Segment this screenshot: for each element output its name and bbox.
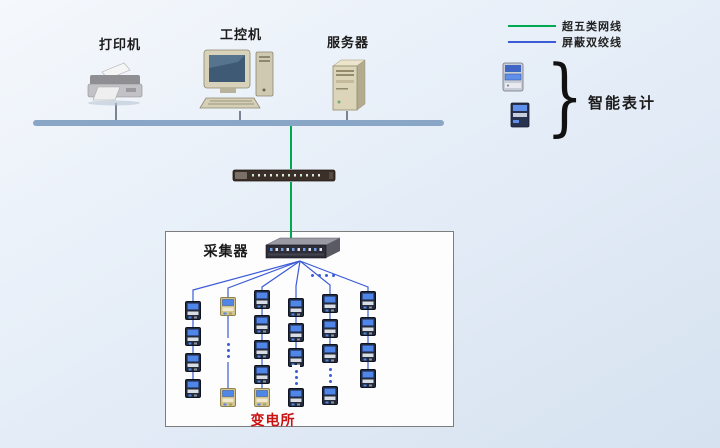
network-switch-icon [232,167,336,183]
legend-item-stp: 屏蔽双绞线 [508,34,622,50]
industrial-pc-label: 工控机 [219,27,262,42]
cat5e-line-swatch [508,25,556,27]
collector-icon [262,236,342,262]
server-icon [325,56,369,114]
collector-label: 采集器 [203,245,249,260]
legend-label-cat5e: 超五类网线 [562,21,622,33]
printer-label: 打印机 [98,37,141,52]
printer-icon [84,60,146,106]
smart-meter-icon-light [502,62,524,92]
stp-line-swatch [508,41,556,43]
industrial-pc-icon [198,48,280,112]
brace-glyph: } [546,47,584,145]
legend: 超五类网线 屏蔽双绞线 [508,18,622,50]
smart-meters-label: 智能表计 [588,96,657,112]
legend-label-stp: 屏蔽双绞线 [562,37,622,49]
substation-label: 变电所 [250,414,296,429]
legend-item-cat5e: 超五类网线 [508,18,622,34]
server-label: 服务器 [326,35,369,50]
smart-meter-icon-dark [510,102,530,128]
